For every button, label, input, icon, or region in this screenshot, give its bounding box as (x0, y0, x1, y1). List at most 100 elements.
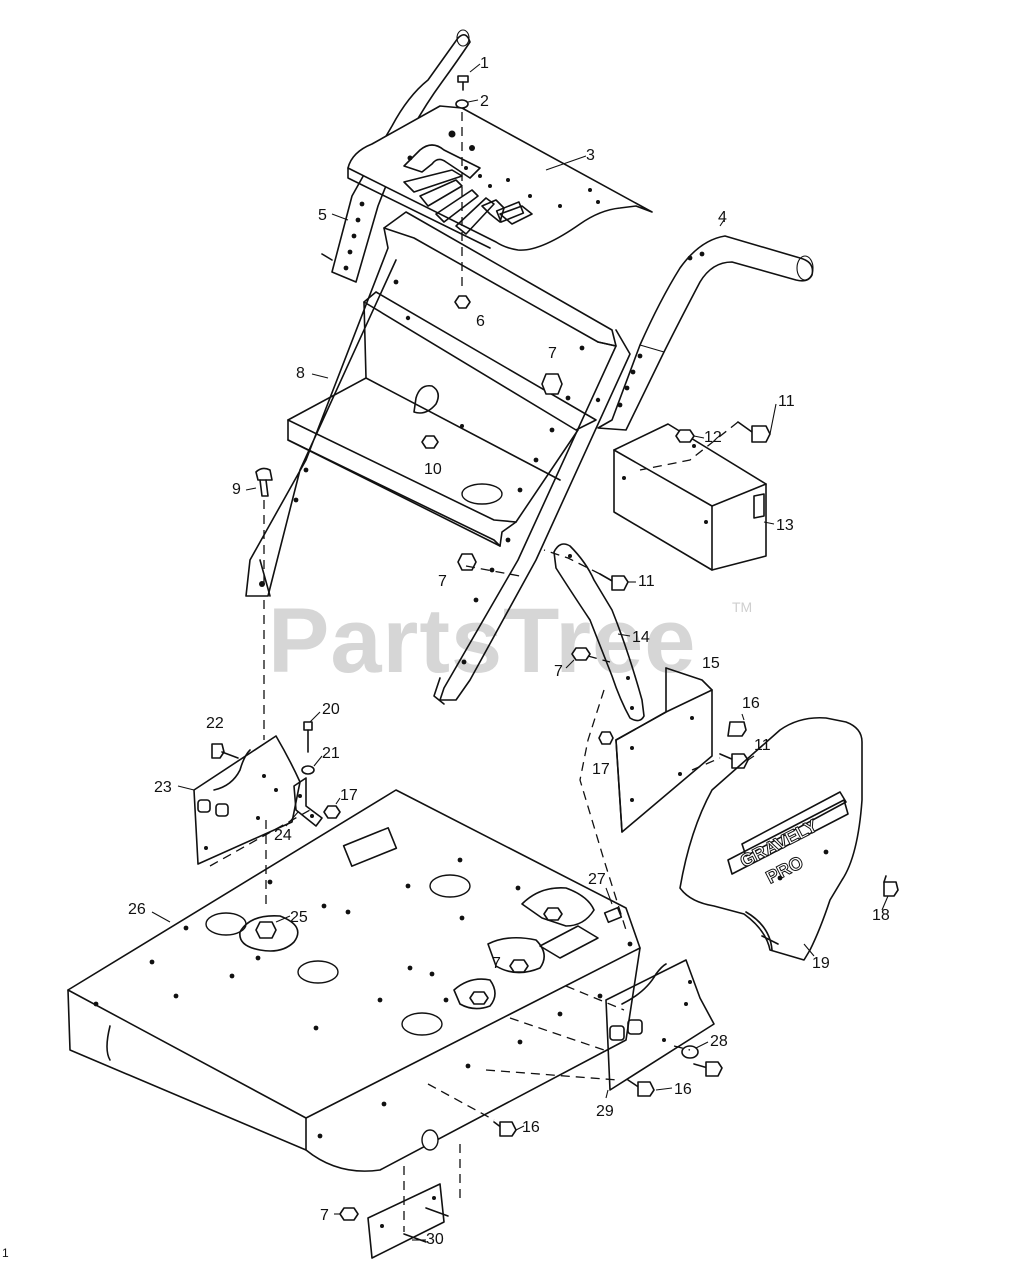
bolt-16-lower-right (627, 1079, 655, 1097)
svg-text:29: 29 (596, 1103, 614, 1120)
svg-text:8: 8 (296, 365, 305, 382)
callout-13: 13 (763, 517, 794, 534)
svg-text:24: 24 (274, 827, 292, 844)
part-hitch-plate (367, 1183, 449, 1259)
svg-text:18: 18 (872, 907, 890, 924)
callout-5: 5 (318, 207, 349, 224)
svg-text:6: 6 (476, 313, 485, 330)
part-battery-box (613, 423, 767, 571)
bolt-12 (675, 429, 695, 443)
part-control-panel (347, 105, 653, 251)
bolt-16-right (693, 1061, 723, 1077)
nut-25 (255, 921, 277, 939)
svg-text:7: 7 (492, 955, 501, 972)
callout-17-left: 17 (335, 787, 358, 805)
callout-16-front: 16 (515, 1119, 540, 1136)
svg-text:17: 17 (340, 787, 358, 804)
callout-8: 8 (296, 365, 329, 382)
callout-16-upper: 16 (741, 695, 760, 721)
svg-text:10: 10 (424, 461, 442, 478)
part-side-bracket (553, 543, 645, 722)
callout-14: 14 (617, 629, 650, 646)
svg-text:4: 4 (718, 209, 727, 226)
bolt-22 (211, 743, 239, 759)
nut-7-deck-middle (509, 959, 529, 973)
callout-1: 1 (469, 55, 489, 73)
svg-text:7: 7 (554, 663, 563, 680)
svg-text:13: 13 (776, 517, 794, 534)
leader-29-c (565, 985, 625, 1011)
bolt-16-upper (727, 721, 747, 737)
part-panel-bracket (615, 667, 713, 833)
screw-18 (883, 875, 899, 897)
leader-28 (673, 1045, 691, 1051)
svg-text:11: 11 (754, 737, 771, 754)
callout-2: 2 (467, 93, 489, 110)
svg-text:11: 11 (778, 393, 795, 410)
callout-7-deck: 7 (492, 955, 501, 972)
callout-28: 28 (695, 1033, 728, 1050)
bolt-9 (255, 467, 273, 497)
svg-text:14: 14 (632, 629, 650, 646)
callout-23: 23 (154, 779, 195, 796)
svg-text:20: 20 (322, 701, 340, 718)
svg-text:25: 25 (290, 909, 308, 926)
callout-16-right: 16 (655, 1081, 692, 1098)
bolt-11-lower (719, 753, 749, 769)
nut-10 (421, 435, 439, 449)
callout-7-frame-upper: 7 (548, 345, 557, 362)
callout-7-frame-lower: 7 (438, 573, 447, 590)
callout-11-middle: 11 (628, 573, 655, 590)
callout-24: 24 (274, 811, 299, 844)
svg-text:28: 28 (710, 1033, 728, 1050)
svg-text:16: 16 (522, 1119, 540, 1136)
nut-17-left (323, 805, 341, 819)
callout-10: 10 (424, 461, 442, 478)
callout-21: 21 (313, 745, 340, 767)
leader-7-bracket (587, 655, 611, 663)
callout-26: 26 (128, 901, 171, 923)
svg-text:16: 16 (674, 1081, 692, 1098)
nut-7-deck-lower (469, 991, 489, 1005)
callout-19: 19 (803, 943, 830, 972)
leader-23-to-deck (209, 809, 311, 867)
leader-15-to-deck (579, 689, 627, 931)
washer-28 (681, 1045, 699, 1059)
nut-7-bottom (339, 1207, 359, 1221)
callout-6: 6 (476, 313, 485, 330)
callout-11-lower: 11 (747, 737, 771, 761)
leader-16-front (427, 1083, 495, 1121)
screw-1 (457, 75, 469, 91)
edge-mark: 1 (2, 1246, 9, 1260)
svg-text:7: 7 (438, 573, 447, 590)
callout-25: 25 (275, 909, 308, 926)
svg-text:11: 11 (638, 573, 655, 590)
screw-20 (303, 721, 313, 753)
svg-text:16: 16 (742, 695, 760, 712)
svg-text:1: 1 (480, 55, 489, 72)
callout-7-bracket: 7 (554, 659, 575, 680)
leader-11-lower (691, 757, 721, 771)
part-angle-bracket (293, 777, 323, 827)
svg-text:12: 12 (704, 429, 722, 446)
callout-22: 22 (206, 715, 224, 732)
svg-text:3: 3 (586, 147, 595, 164)
callout-17-right: 17 (592, 761, 610, 778)
callout-20: 20 (309, 701, 340, 723)
svg-text:27: 27 (588, 871, 606, 888)
part-main-frame (245, 211, 631, 705)
washer-2 (455, 99, 469, 109)
svg-text:23: 23 (154, 779, 172, 796)
svg-text:26: 26 (128, 901, 146, 918)
callout-15: 15 (702, 655, 720, 672)
svg-text:7: 7 (320, 1207, 329, 1224)
part-left-mount-plate (193, 735, 301, 865)
svg-text:22: 22 (206, 715, 224, 732)
watermark-trademark: TM (732, 599, 752, 615)
part-engine-shroud: GRAVELY PRO (679, 716, 863, 961)
svg-text:17: 17 (592, 761, 610, 778)
bolt-11-middle (543, 549, 629, 591)
callout-29: 29 (596, 1089, 614, 1120)
leader-29-a (509, 1017, 605, 1051)
